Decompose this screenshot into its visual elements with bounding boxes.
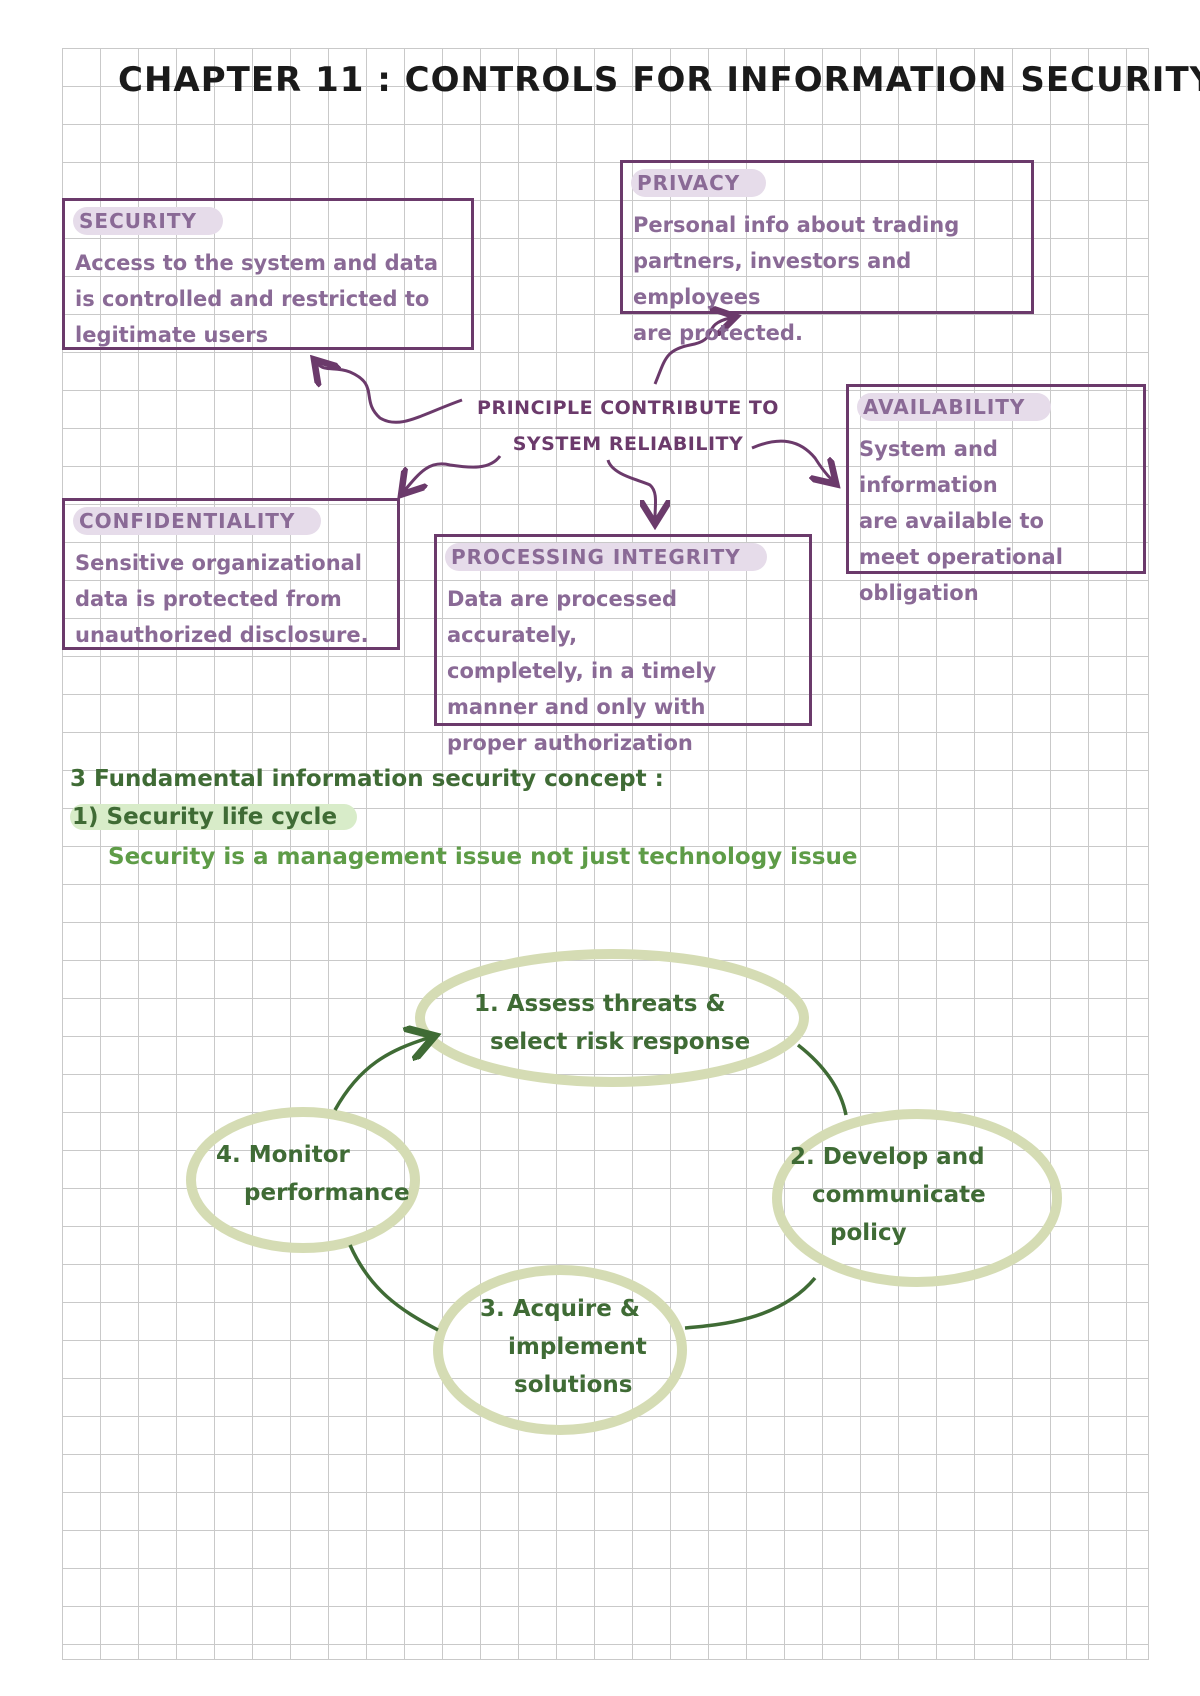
cycle-step-2-line: communicate — [812, 1182, 986, 1208]
center-principle-label: PRINCIPLE CONTRIBUTE TO SYSTEM RELIABILI… — [468, 390, 788, 462]
cycle-step-4-line: 4. Monitor — [216, 1142, 350, 1168]
grid-paper — [62, 48, 1149, 1660]
cycle-step-3-line: solutions — [514, 1372, 633, 1398]
privacy-line: Personal info about trading — [633, 213, 960, 237]
cycle-step-3: 3. Acquire & implement solutions — [480, 1290, 647, 1404]
processing-integrity-line: manner and only with — [447, 695, 706, 719]
processing-integrity-line: proper authorization — [447, 731, 693, 755]
center-line: SYSTEM RELIABILITY — [512, 433, 744, 455]
confidentiality-heading: CONFIDENTIALITY — [73, 507, 322, 535]
confidentiality-description: Sensitive organizational data is protect… — [75, 545, 389, 653]
security-line: legitimate users — [75, 323, 269, 347]
life-cycle-highlight: 1) Security life cycle — [70, 804, 358, 830]
privacy-description: Personal info about trading partners, in… — [633, 207, 1023, 351]
processing-integrity-description: Data are processed accurately, completel… — [447, 581, 801, 761]
cycle-step-1: 1. Assess threats & select risk response — [474, 985, 750, 1061]
confidentiality-line: Sensitive organizational — [75, 551, 363, 575]
processing-integrity-box: PROCESSING INTEGRITY Data are processed … — [434, 534, 812, 755]
confidentiality-line: unauthorized disclosure. — [75, 623, 369, 647]
security-heading: SECURITY — [73, 207, 223, 235]
cycle-step-2-line: policy — [830, 1220, 907, 1246]
center-line: PRINCIPLE CONTRIBUTE TO — [477, 397, 779, 419]
cycle-step-2: 2. Develop and communicate policy — [790, 1138, 986, 1252]
cycle-step-1-line: select risk response — [490, 1029, 751, 1055]
availability-heading: AVAILABILITY — [857, 393, 1052, 421]
cycle-step-3-line: 3. Acquire & — [480, 1296, 640, 1322]
availability-line: meet operational — [859, 545, 1063, 569]
security-description: Access to the system and data is control… — [75, 245, 463, 353]
processing-integrity-line: Data are processed accurately, — [447, 587, 677, 647]
processing-integrity-heading: PROCESSING INTEGRITY — [445, 543, 767, 571]
availability-box: AVAILABILITY System and information are … — [846, 384, 1146, 605]
security-line: Access to the system and data — [75, 251, 439, 275]
cycle-step-2-line: 2. Develop and — [790, 1144, 985, 1170]
confidentiality-box: CONFIDENTIALITY Sensitive organizational… — [62, 498, 400, 650]
privacy-box: PRIVACY Personal info about trading part… — [620, 160, 1034, 345]
availability-description: System and information are available to … — [859, 431, 1135, 611]
availability-line: System and information — [859, 437, 998, 497]
availability-line: are available to — [859, 509, 1044, 533]
security-box: SECURITY Access to the system and data i… — [62, 198, 474, 350]
cycle-step-4: 4. Monitor performance — [216, 1136, 410, 1212]
confidentiality-line: data is protected from — [75, 587, 342, 611]
security-line: is controlled and restricted to — [75, 287, 430, 311]
page-title: CHAPTER 11 : CONTROLS FOR INFORMATION SE… — [118, 60, 1200, 100]
privacy-line: partners, investors and employees — [633, 249, 912, 309]
security-life-cycle-heading: 1) Security life cycle — [70, 804, 358, 830]
availability-line: obligation — [859, 581, 979, 605]
cycle-step-4-line: performance — [244, 1180, 410, 1206]
concepts-heading: 3 Fundamental information security conce… — [70, 766, 664, 792]
cycle-step-1-line: 1. Assess threats & — [474, 991, 726, 1017]
privacy-heading: PRIVACY — [631, 169, 767, 197]
privacy-line: are protected. — [633, 321, 803, 345]
processing-integrity-line: completely, in a timely — [447, 659, 717, 683]
cycle-step-3-line: implement — [508, 1334, 647, 1360]
life-cycle-description: Security is a management issue not just … — [108, 844, 858, 870]
